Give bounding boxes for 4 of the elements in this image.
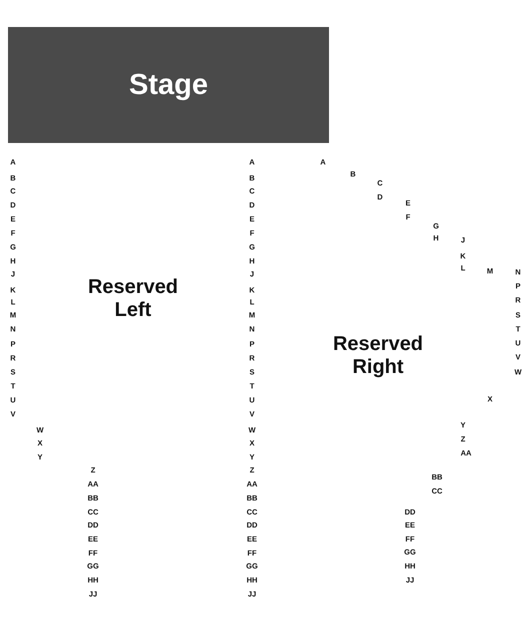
section-label: Reserved Left — [86, 276, 180, 322]
stage-label: Stage — [129, 68, 208, 102]
stage-block — [8, 27, 329, 143]
section-label: Reserved Right — [332, 333, 424, 379]
